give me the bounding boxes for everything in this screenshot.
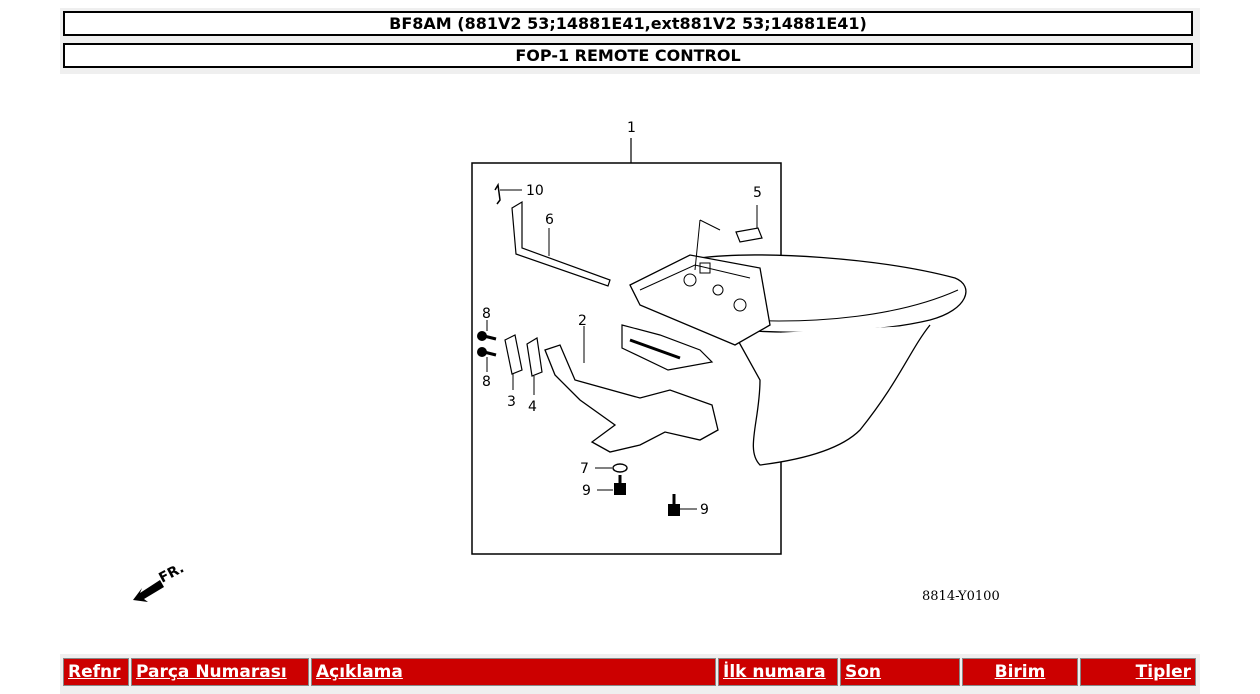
callout-5: 5 xyxy=(753,185,762,201)
parts-table-header: Refnr Parça Numarası Açıklama İlk numara… xyxy=(60,654,1200,694)
callout-8a: 8 xyxy=(482,306,491,322)
diagram-code: 8814-Y0100 xyxy=(922,589,1000,604)
callout-9b: 9 xyxy=(700,502,709,518)
part-5-clip xyxy=(735,227,763,243)
callout-2: 2 xyxy=(578,313,587,329)
part-3-plate xyxy=(504,334,523,375)
callout-3: 3 xyxy=(507,394,516,410)
col-unit[interactable]: Birim xyxy=(962,658,1078,686)
part-2-bracket xyxy=(544,344,719,453)
section-title: FOP-1 REMOTE CONTROL xyxy=(63,43,1193,68)
col-part-number[interactable]: Parça Numarası xyxy=(131,658,309,686)
callout-6: 6 xyxy=(545,212,554,228)
col-description[interactable]: Açıklama xyxy=(311,658,716,686)
part-4-plate xyxy=(526,337,543,377)
part-7-washer xyxy=(612,463,628,473)
col-last[interactable]: Son xyxy=(840,658,960,686)
remote-control-box xyxy=(629,254,771,346)
front-marker: FR. xyxy=(156,560,186,586)
callout-1: 1 xyxy=(627,120,636,136)
outboard-leg xyxy=(734,324,931,466)
callout-7: 7 xyxy=(580,461,589,477)
col-refnr[interactable]: Refnr xyxy=(63,658,129,686)
callout-8b: 8 xyxy=(482,374,491,390)
header-panel: BF8AM (881V2 53;14881E41,ext881V2 53;148… xyxy=(60,8,1200,74)
callout-10: 10 xyxy=(526,183,544,199)
part-6-rod xyxy=(511,200,611,287)
col-types[interactable]: Tipler xyxy=(1080,658,1196,686)
part-9-bolt-a xyxy=(614,475,626,495)
front-arrow-icon xyxy=(133,580,164,602)
callout-4: 4 xyxy=(528,399,537,415)
model-title: BF8AM (881V2 53;14881E41,ext881V2 53;148… xyxy=(63,11,1193,36)
part-10-pin xyxy=(494,182,501,205)
parts-diagram: 1 2 3 4 5 6 7 8 8 9 9 10 FR. 8814-Y0100 xyxy=(0,80,1260,650)
col-first-number[interactable]: İlk numara xyxy=(718,658,838,686)
part-9-bolt-b xyxy=(668,494,680,516)
callout-9a: 9 xyxy=(582,483,591,499)
part-8-bolts xyxy=(477,331,497,357)
